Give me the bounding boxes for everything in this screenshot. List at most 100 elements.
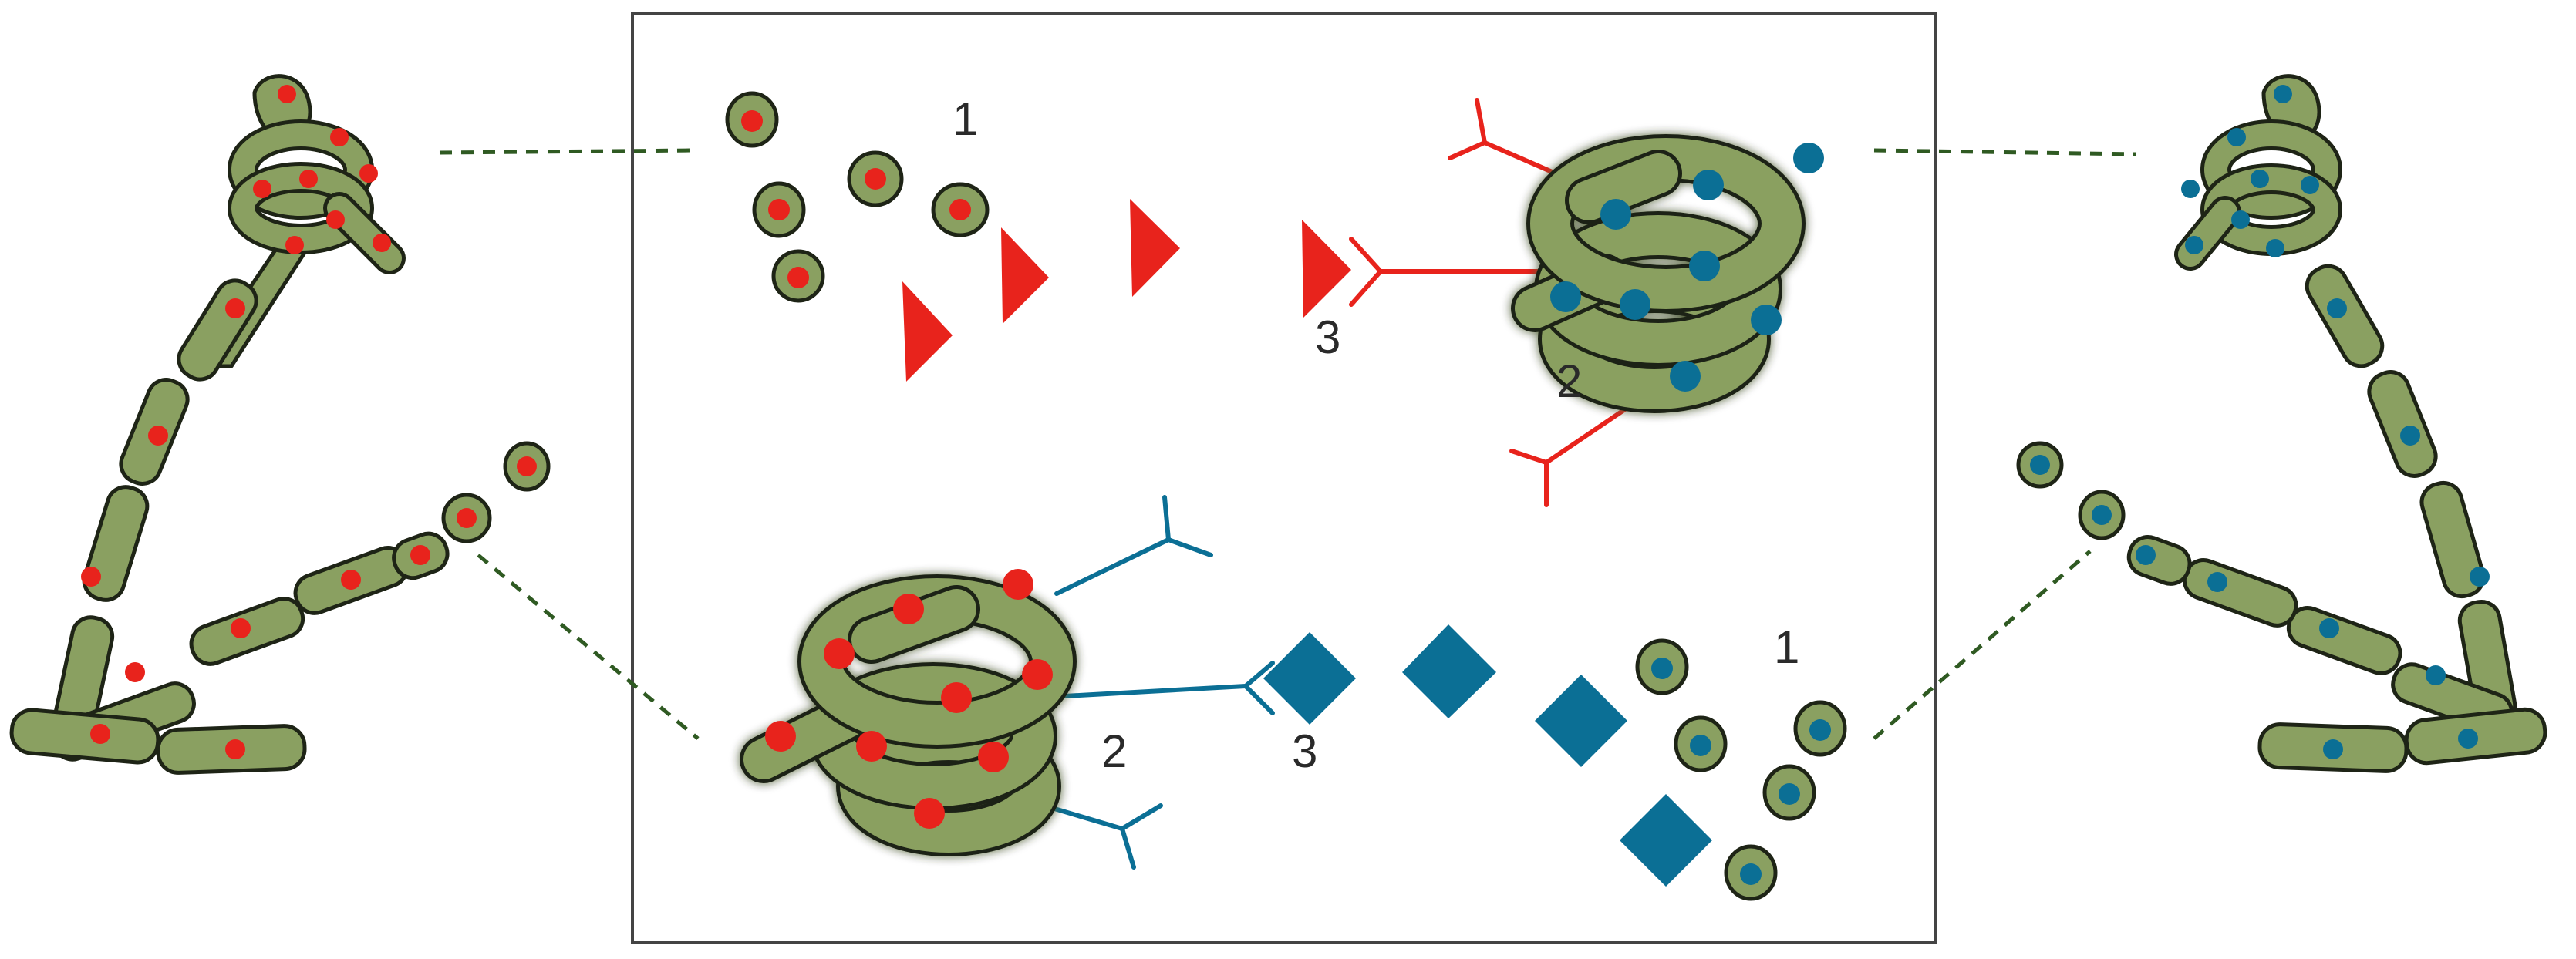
red-nucleus xyxy=(856,731,887,762)
label-bottom-coil: 2 xyxy=(1101,725,1127,777)
blue-nucleus xyxy=(2319,618,2339,638)
blue-nucleus xyxy=(2251,170,2269,188)
red-nucleus xyxy=(765,721,796,752)
red-nucleus xyxy=(768,199,790,220)
red-nucleus xyxy=(81,567,101,587)
red-nucleus xyxy=(299,170,318,188)
connector-right-top xyxy=(1873,148,2137,156)
connector-left-bottom xyxy=(477,554,700,740)
blue-nucleus xyxy=(1751,305,1782,335)
blue-nucleus xyxy=(2274,85,2292,103)
blue-nucleus xyxy=(2185,236,2203,254)
connector-right-bottom xyxy=(1873,550,2092,740)
blue-nucleus xyxy=(2327,298,2347,318)
bottom-red-coil xyxy=(740,574,1077,856)
blue-diamond-icon xyxy=(1620,794,1712,887)
red-nucleus xyxy=(330,128,349,146)
blue-nucleus xyxy=(1693,170,1724,200)
red-nucleus xyxy=(359,164,378,183)
label-top-spores: 1 xyxy=(953,93,978,145)
label-bottom-signal: 3 xyxy=(1292,725,1317,777)
right-stalk-segment xyxy=(2419,480,2486,599)
red-nucleus xyxy=(517,456,537,476)
blue-nucleus xyxy=(2207,572,2227,592)
red-nucleus xyxy=(787,267,809,288)
blue-nucleus xyxy=(1550,281,1581,312)
blue-nucleus xyxy=(2136,545,2156,565)
blue-nucleus xyxy=(2323,739,2343,759)
blue-nucleus xyxy=(1690,735,1711,756)
red-triangle-icon xyxy=(1001,227,1049,324)
blue-signal-diamonds xyxy=(1263,624,1712,887)
blue-diamond-icon xyxy=(1263,632,1356,725)
blue-nucleus xyxy=(2458,729,2478,749)
blue-diamond-icon xyxy=(1535,675,1627,767)
label-top-coil: 2 xyxy=(1556,355,1582,407)
red-triangle-icon xyxy=(1130,199,1180,297)
red-triangle-icon xyxy=(902,281,953,382)
red-nucleus xyxy=(865,168,886,190)
right-blue-nuclei xyxy=(2030,85,2490,759)
red-nucleus xyxy=(90,724,110,744)
coil-tail xyxy=(743,697,868,779)
blue-nucleus xyxy=(2400,426,2420,446)
red-nucleus xyxy=(125,662,145,682)
y-receptor-icon xyxy=(1054,495,1213,596)
blue-nucleus xyxy=(1670,361,1701,392)
red-nucleus xyxy=(373,234,391,252)
blue-nucleus xyxy=(1600,199,1631,230)
blue-nucleus xyxy=(2227,128,2246,146)
red-nucleus xyxy=(1003,569,1033,600)
connector-lines xyxy=(439,148,2137,740)
left-stalk-segment xyxy=(82,485,150,602)
blue-nucleus xyxy=(2030,455,2050,475)
right-stalk-segment xyxy=(2367,370,2438,478)
left-filament xyxy=(9,74,551,775)
red-nucleus xyxy=(949,199,971,220)
red-nucleus xyxy=(914,798,945,829)
blue-nucleus xyxy=(2301,176,2319,194)
blue-nucleus xyxy=(1689,251,1720,281)
bottom-blue-spores xyxy=(1635,638,1847,901)
red-nucleus xyxy=(1022,659,1053,690)
blue-nucleus xyxy=(2426,665,2446,685)
red-triangle-icon xyxy=(1302,220,1351,318)
right-branch-segment xyxy=(2286,606,2402,675)
red-nucleus xyxy=(941,682,972,713)
red-nucleus xyxy=(341,570,361,590)
blue-nucleus xyxy=(1779,783,1800,805)
label-bottom-spores: 1 xyxy=(1774,621,1799,673)
red-nucleus xyxy=(824,638,855,669)
red-nucleus xyxy=(278,85,296,103)
red-signal-triangles xyxy=(902,199,1351,382)
bottom-coil-red-nuclei xyxy=(765,569,1053,829)
red-nucleus xyxy=(893,594,924,624)
red-nucleus xyxy=(253,180,271,198)
blue-nucleus xyxy=(2092,505,2112,525)
red-nucleus xyxy=(410,545,430,565)
blue-nucleus xyxy=(1740,863,1762,885)
blue-nucleus xyxy=(1793,143,1824,173)
connector-left-top xyxy=(439,148,695,155)
top-blue-coil xyxy=(1511,134,1806,413)
right-filament xyxy=(2016,74,2547,773)
blue-nucleus xyxy=(2181,180,2200,198)
coil-tail xyxy=(851,589,976,660)
blue-nucleus xyxy=(2470,567,2490,587)
blue-nucleus xyxy=(1809,719,1831,741)
right-coil xyxy=(2204,123,2338,216)
red-nucleus xyxy=(225,739,245,759)
coil-tail xyxy=(1569,153,1678,220)
top-red-spores xyxy=(725,91,990,303)
red-nucleus xyxy=(741,110,763,132)
red-nucleus xyxy=(978,742,1009,772)
right-branch-segment xyxy=(2182,558,2298,628)
y-receptor-icon xyxy=(1035,661,1275,715)
blue-diamond-icon xyxy=(1402,624,1496,718)
red-nucleus xyxy=(457,508,477,528)
right-stalk-segment xyxy=(2305,264,2385,368)
blue-nucleus xyxy=(1620,289,1650,320)
left-red-nuclei xyxy=(81,85,537,759)
top-coil-blue-nuclei xyxy=(1550,143,1824,392)
